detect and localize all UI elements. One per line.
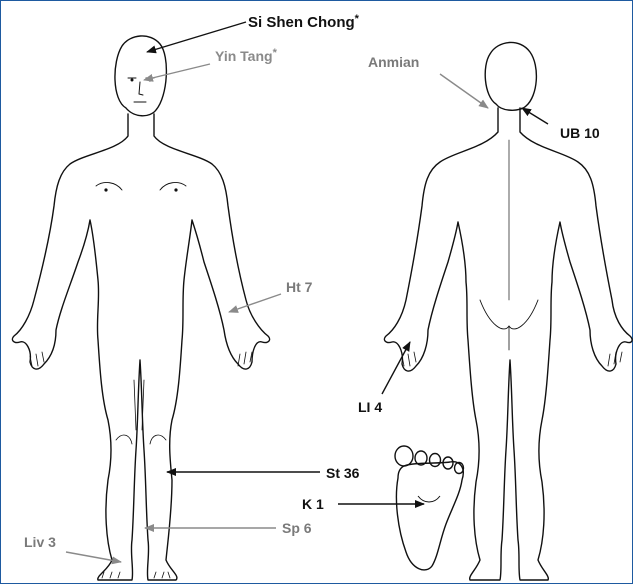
arrow-li4 [382,342,410,394]
foot-sole [395,446,464,570]
arrow-ht7 [229,294,281,312]
label-k1: K 1 [302,496,324,512]
label-si-shen-chong: Si Shen Chong* [248,13,360,31]
label-st36: St 36 [326,465,360,481]
arrow-yin-tang [144,64,210,80]
back-head [485,42,536,110]
arrow-anmian [440,74,488,108]
label-liv3: Liv 3 [24,534,56,550]
label-yin-tang: Yin Tang* [215,47,278,64]
label-ub10: UB 10 [560,125,600,141]
label-anmian: Anmian [368,54,419,70]
label-ht7: Ht 7 [286,279,313,295]
back-body-outline [384,108,632,580]
label-li4: LI 4 [358,399,382,415]
arrow-ub10 [522,108,548,124]
label-sp6: Sp 6 [282,520,312,536]
front-body-outline [12,114,269,580]
front-body-figure [12,36,269,580]
arrow-liv3 [66,552,121,562]
